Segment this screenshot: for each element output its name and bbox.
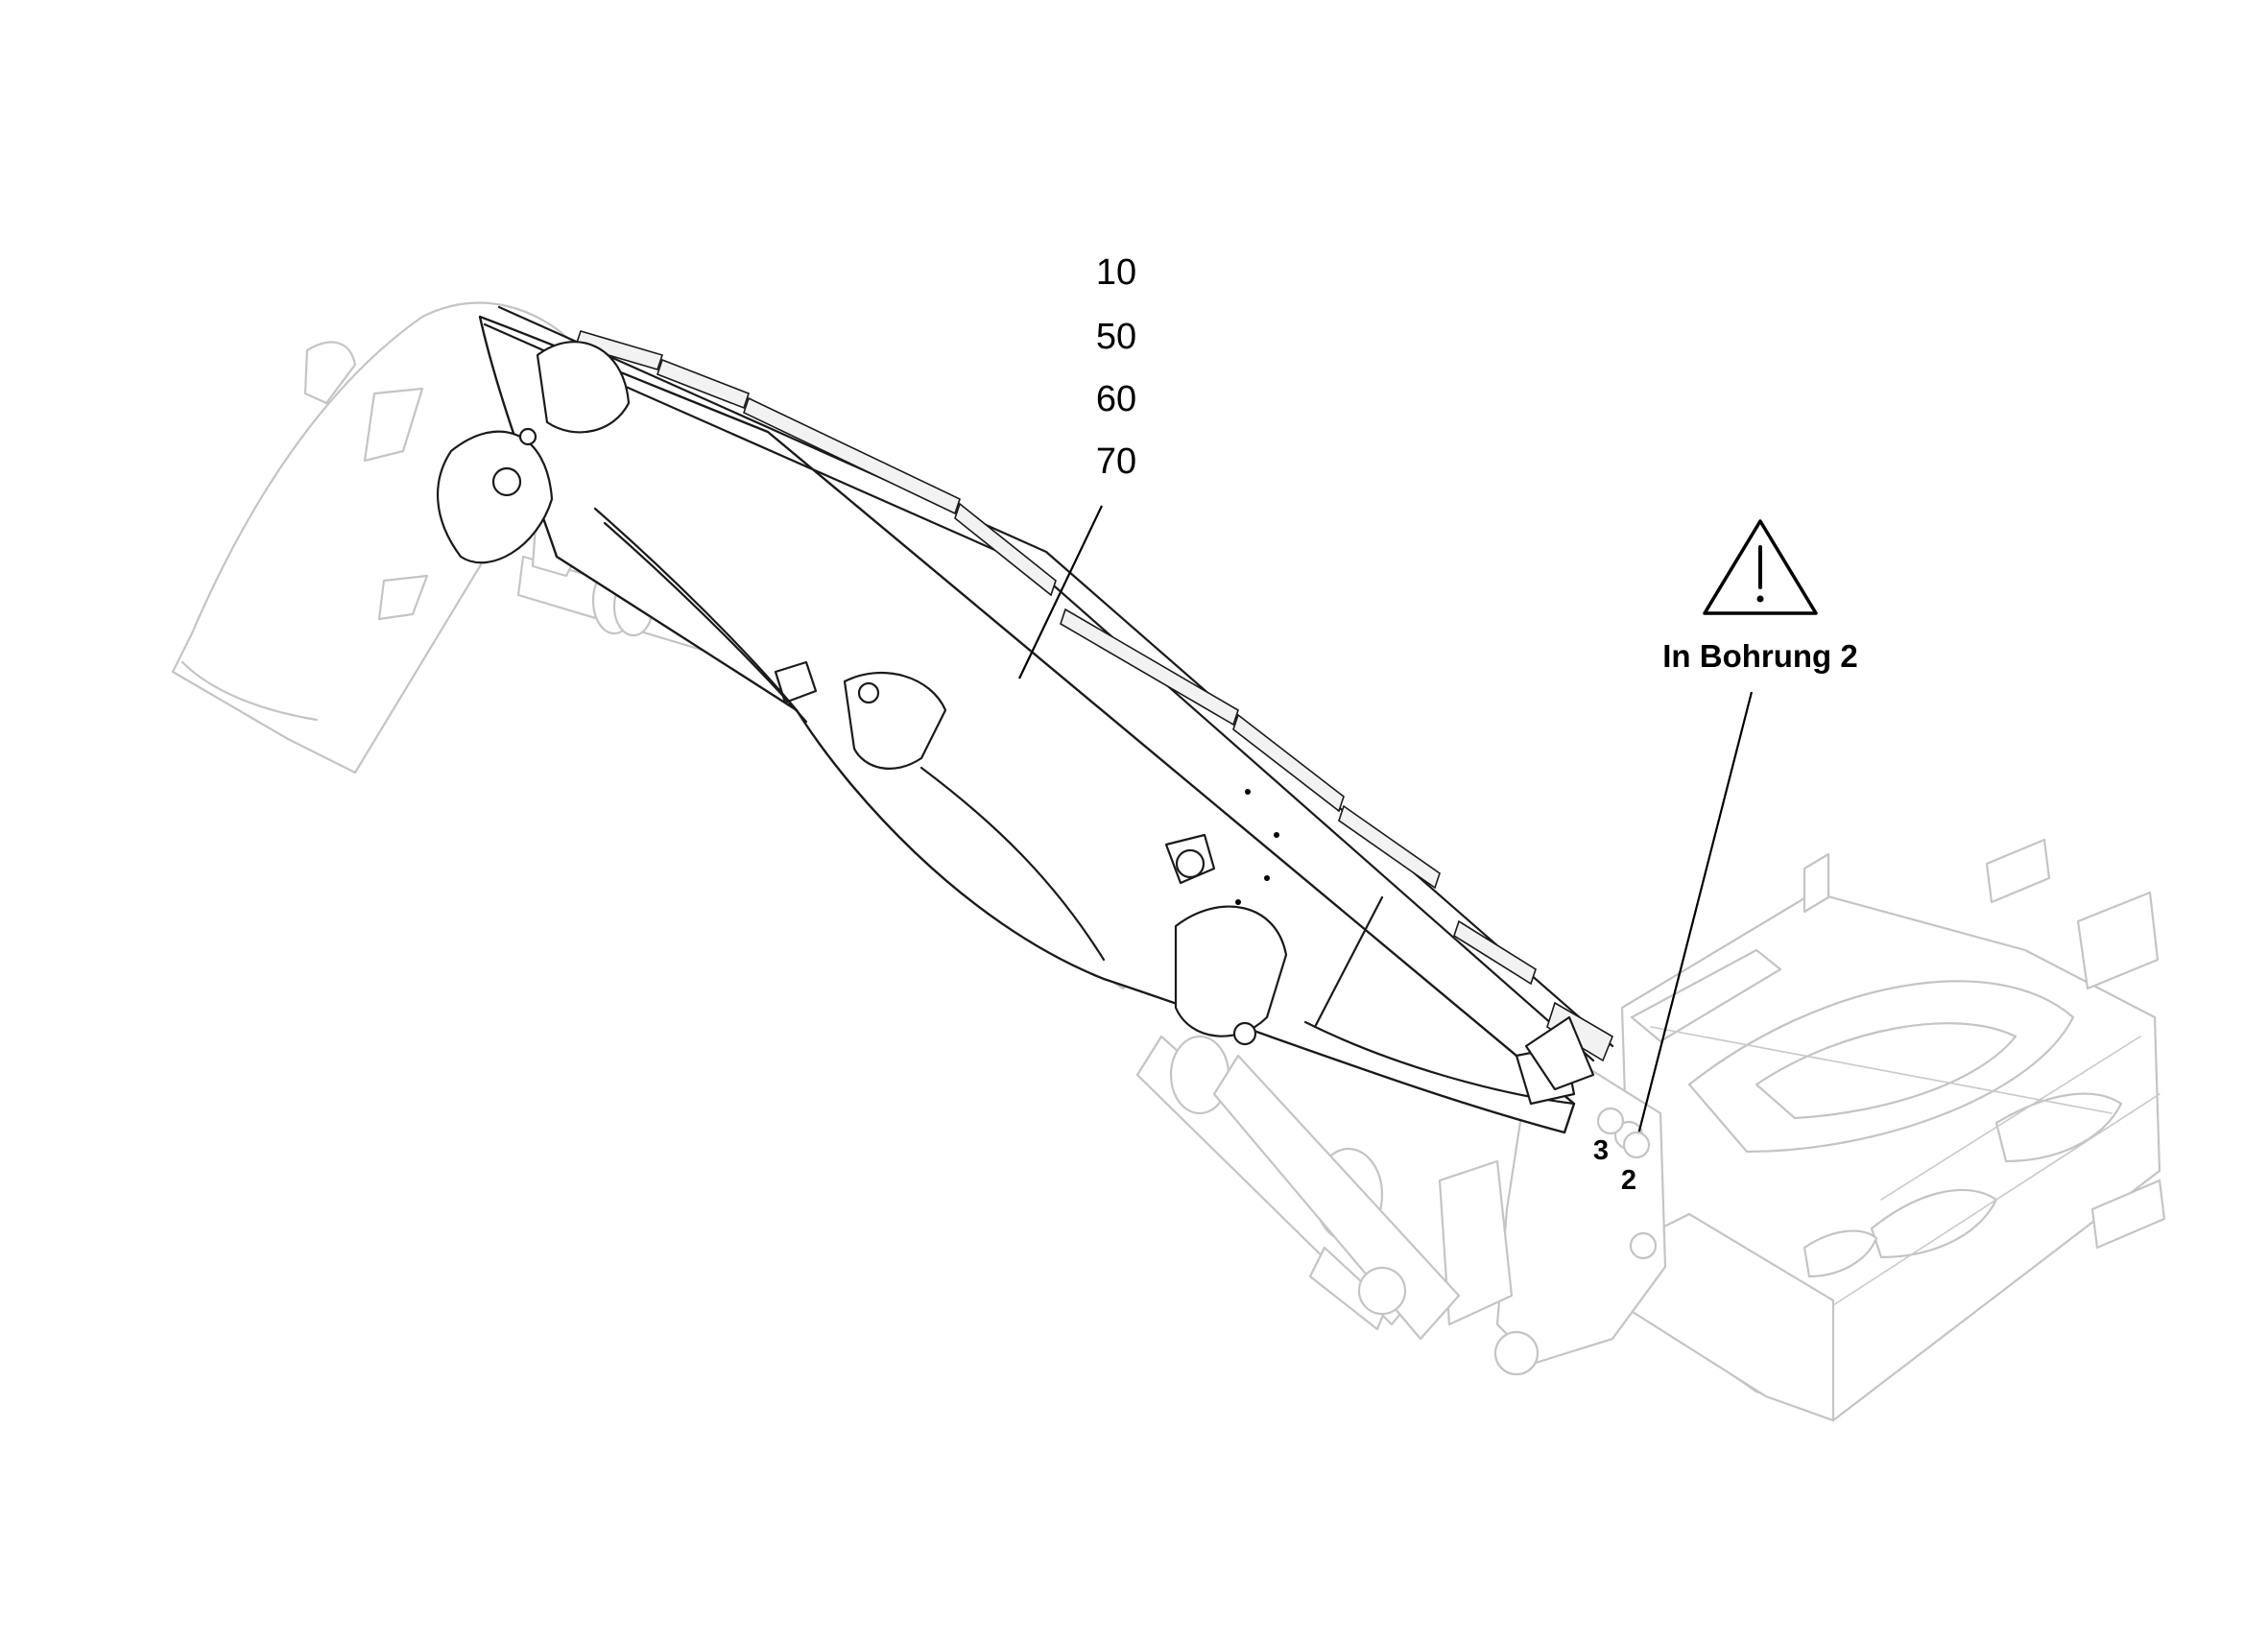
- hole-label-3: 3: [1593, 1135, 1609, 1166]
- leader-line-parts: [1018, 505, 1103, 679]
- chassis-frame: [1620, 838, 2166, 1422]
- callout-60: 60: [1096, 379, 1136, 419]
- warning-note: In Bohrung 2: [1635, 519, 1858, 1143]
- callout-70: 70: [1096, 441, 1136, 482]
- callout-10: 10: [1096, 252, 1136, 293]
- boom-mount: [1438, 1063, 1667, 1376]
- main-boom: [437, 305, 1614, 1134]
- hole-markers: 3 2: [1593, 1107, 1651, 1196]
- callout-50: 50: [1096, 317, 1136, 357]
- note-in-bohrung-2: In Bohrung 2: [1662, 638, 1857, 674]
- hole-3-circle: [1596, 1107, 1625, 1135]
- hole-2-circle: [1622, 1131, 1651, 1159]
- leader-line-note: [1635, 691, 1754, 1143]
- callout-group-parts: 10 50 60 70: [1018, 252, 1136, 679]
- hole-label-2: 2: [1621, 1165, 1636, 1196]
- warning-triangle-icon: [1703, 519, 1818, 615]
- dipper-arm: [171, 301, 578, 774]
